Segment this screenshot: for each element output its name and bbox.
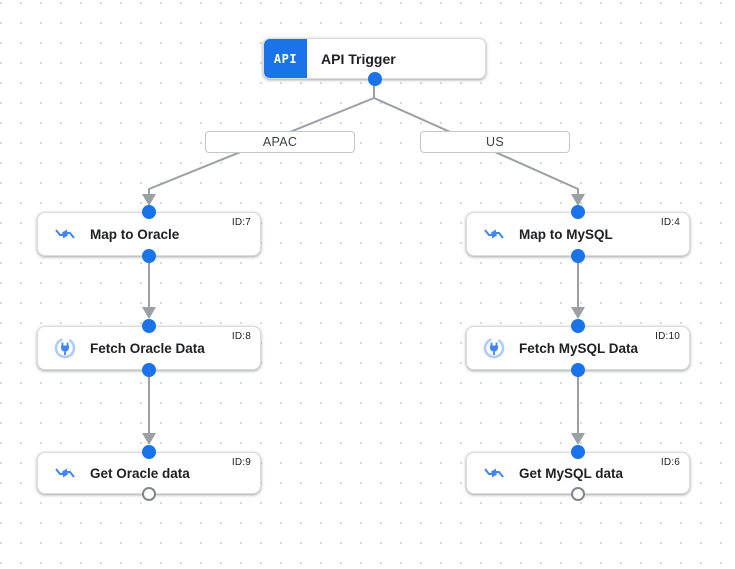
output-port[interactable] [142, 363, 156, 377]
arrowhead-icon [571, 194, 585, 206]
trigger-label: API Trigger [321, 50, 396, 67]
node-api-trigger[interactable]: API API Trigger [263, 38, 486, 86]
node-label: Map to Oracle [90, 226, 180, 242]
data-mapping-icon [54, 223, 76, 245]
input-port[interactable] [571, 205, 585, 219]
arrowhead-icon [142, 194, 156, 206]
output-port[interactable] [367, 72, 382, 86]
output-port[interactable] [571, 487, 585, 501]
data-mapping-icon [54, 462, 76, 484]
node-get-oracle-data[interactable]: ID:9 Get Oracle data [37, 445, 261, 501]
output-port[interactable] [142, 487, 156, 501]
arrowhead-icon [571, 433, 585, 445]
edge-right-column [571, 258, 585, 445]
api-badge-icon: API [264, 39, 307, 78]
node-label: Get MySQL data [519, 465, 624, 481]
node-id-badge: ID:4 [660, 217, 680, 228]
edge-left-column [142, 258, 156, 445]
node-map-to-oracle[interactable]: ID:7 Map to Oracle [37, 205, 261, 263]
input-port[interactable] [571, 319, 585, 333]
arrowhead-icon [142, 307, 156, 319]
node-label: Map to MySQL [519, 226, 613, 242]
connector-icon [54, 337, 76, 359]
edge-label-us[interactable]: US [420, 131, 570, 153]
input-port[interactable] [571, 445, 585, 459]
node-id-badge: ID:10 [655, 331, 680, 342]
node-map-to-mysql[interactable]: ID:4 Map to MySQL [466, 205, 690, 263]
connector-icon [483, 337, 505, 359]
data-mapping-icon [483, 462, 505, 484]
node-fetch-oracle-data[interactable]: ID:8 Fetch Oracle Data [37, 319, 261, 377]
node-id-badge: ID:6 [660, 457, 680, 468]
output-port[interactable] [571, 249, 585, 263]
arrowhead-icon [571, 307, 585, 319]
edge-label-text: APAC [262, 135, 298, 149]
node-label: Get Oracle data [90, 465, 190, 481]
node-id-badge: ID:9 [231, 457, 251, 468]
node-id-badge: ID:7 [231, 217, 251, 228]
node-id-badge: ID:8 [231, 331, 251, 342]
output-port[interactable] [571, 363, 585, 377]
node-get-mysql-data[interactable]: ID:6 Get MySQL data [466, 445, 690, 501]
node-label: Fetch Oracle Data [90, 340, 205, 356]
arrowhead-icon [142, 433, 156, 445]
node-label: Fetch MySQL Data [519, 340, 639, 356]
input-port[interactable] [142, 205, 156, 219]
edge-label-apac[interactable]: APAC [205, 131, 355, 153]
input-port[interactable] [142, 319, 156, 333]
input-port[interactable] [142, 445, 156, 459]
edge-label-text: US [486, 135, 504, 149]
edge-trigger-branches [142, 84, 585, 206]
node-fetch-mysql-data[interactable]: ID:10 Fetch MySQL Data [466, 319, 690, 377]
output-port[interactable] [142, 249, 156, 263]
data-mapping-icon [483, 223, 505, 245]
